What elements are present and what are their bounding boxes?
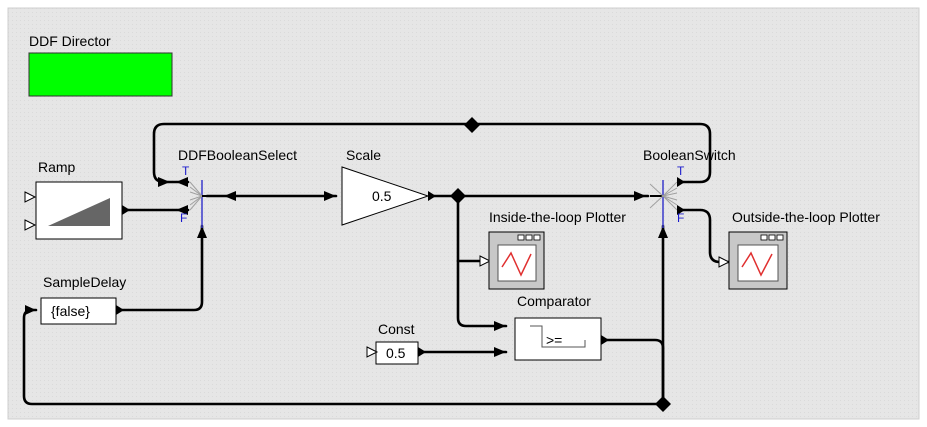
arrowhead-icon bbox=[494, 347, 506, 357]
ramp-label: Ramp bbox=[38, 159, 76, 175]
boolean-switch-actor[interactable]: BooleanSwitch T F bbox=[643, 147, 736, 228]
arrowhead-icon bbox=[176, 205, 188, 215]
comparator-actor[interactable]: Comparator >= bbox=[514, 293, 609, 361]
arrowhead-icon bbox=[658, 226, 668, 238]
outside-plotter-actor[interactable]: Outside-the-loop Plotter bbox=[718, 209, 880, 290]
arrowhead-icon bbox=[224, 191, 236, 201]
const-output-port-icon[interactable] bbox=[418, 347, 426, 357]
arrowhead-icon bbox=[324, 191, 336, 201]
arrowhead-icon bbox=[158, 177, 170, 187]
switch-false-output-port-icon[interactable] bbox=[677, 205, 685, 215]
switch-label: BooleanSwitch bbox=[643, 147, 736, 163]
switch-true-port-label: T bbox=[677, 164, 685, 178]
relation-diamond-icon[interactable] bbox=[450, 188, 466, 204]
director-block[interactable] bbox=[28, 52, 173, 97]
ramp-output-port-icon[interactable] bbox=[122, 205, 130, 215]
ramp-input-port-icon[interactable] bbox=[24, 191, 37, 203]
const-trigger-port-icon[interactable] bbox=[366, 346, 379, 358]
select-label: DDFBooleanSelect bbox=[178, 147, 297, 163]
scale-actor[interactable]: Scale 0.5 bbox=[341, 147, 436, 226]
comparator-label: Comparator bbox=[517, 293, 591, 309]
arrowhead-icon bbox=[494, 321, 506, 331]
sampledelay-label: SampleDelay bbox=[43, 274, 126, 290]
relation-diamond-icon[interactable] bbox=[655, 396, 671, 412]
relation-diamond-icon[interactable] bbox=[464, 117, 480, 133]
sampledelay-block[interactable] bbox=[40, 297, 117, 325]
scale-value: 0.5 bbox=[372, 188, 392, 204]
sampledelay-value: {false} bbox=[51, 303, 90, 319]
comparator-output-port-icon[interactable] bbox=[601, 335, 609, 345]
ddf-boolean-select-actor[interactable]: DDFBooleanSelect T F bbox=[178, 147, 297, 228]
wire-sampledelay-to-select-control[interactable] bbox=[120, 224, 204, 312]
const-actor[interactable]: Const 0.5 bbox=[366, 321, 426, 365]
select-false-port-label: F bbox=[180, 211, 187, 225]
scale-output-port-icon[interactable] bbox=[428, 191, 436, 201]
switch-true-output-port-icon[interactable] bbox=[677, 177, 685, 187]
select-true-port-label: T bbox=[182, 164, 190, 178]
ramp-input-port-icon[interactable] bbox=[24, 219, 37, 231]
scale-label: Scale bbox=[346, 147, 381, 163]
outside-plotter-label: Outside-the-loop Plotter bbox=[732, 209, 880, 225]
inside-plotter-actor[interactable]: Inside-the-loop Plotter bbox=[479, 209, 626, 290]
arrowhead-icon bbox=[176, 177, 188, 187]
wire-arrowheads bbox=[25, 177, 668, 357]
inside-plotter-input-port-icon[interactable] bbox=[479, 255, 492, 267]
plotter-icon bbox=[488, 231, 545, 290]
ramp-icon bbox=[48, 198, 110, 226]
comparator-value: >= bbox=[546, 332, 562, 348]
outside-plotter-input-port-icon[interactable] bbox=[718, 256, 731, 268]
comparator-block[interactable] bbox=[514, 317, 602, 361]
ddf-director[interactable]: DDF Director bbox=[28, 33, 173, 97]
ramp-actor[interactable]: Ramp bbox=[24, 159, 130, 240]
wire-switch-true-loop[interactable] bbox=[152, 122, 712, 184]
const-label: Const bbox=[378, 321, 415, 337]
plotter-icon bbox=[728, 231, 788, 290]
const-value: 0.5 bbox=[386, 345, 406, 361]
inside-plotter-label: Inside-the-loop Plotter bbox=[489, 209, 626, 225]
sampledelay-output-port-icon[interactable] bbox=[116, 305, 124, 315]
wire-switch-false-to-outside-plotter[interactable] bbox=[681, 208, 732, 264]
sample-delay-actor[interactable]: SampleDelay {false} bbox=[40, 274, 126, 325]
wire-relation-to-comparator[interactable] bbox=[456, 259, 508, 328]
arrowhead-icon bbox=[25, 305, 36, 315]
scale-block[interactable] bbox=[341, 166, 430, 226]
director-label: DDF Director bbox=[29, 33, 111, 49]
arrowhead-icon bbox=[634, 191, 646, 201]
switch-false-port-label: F bbox=[677, 211, 684, 225]
arrowhead-icon bbox=[197, 226, 207, 238]
